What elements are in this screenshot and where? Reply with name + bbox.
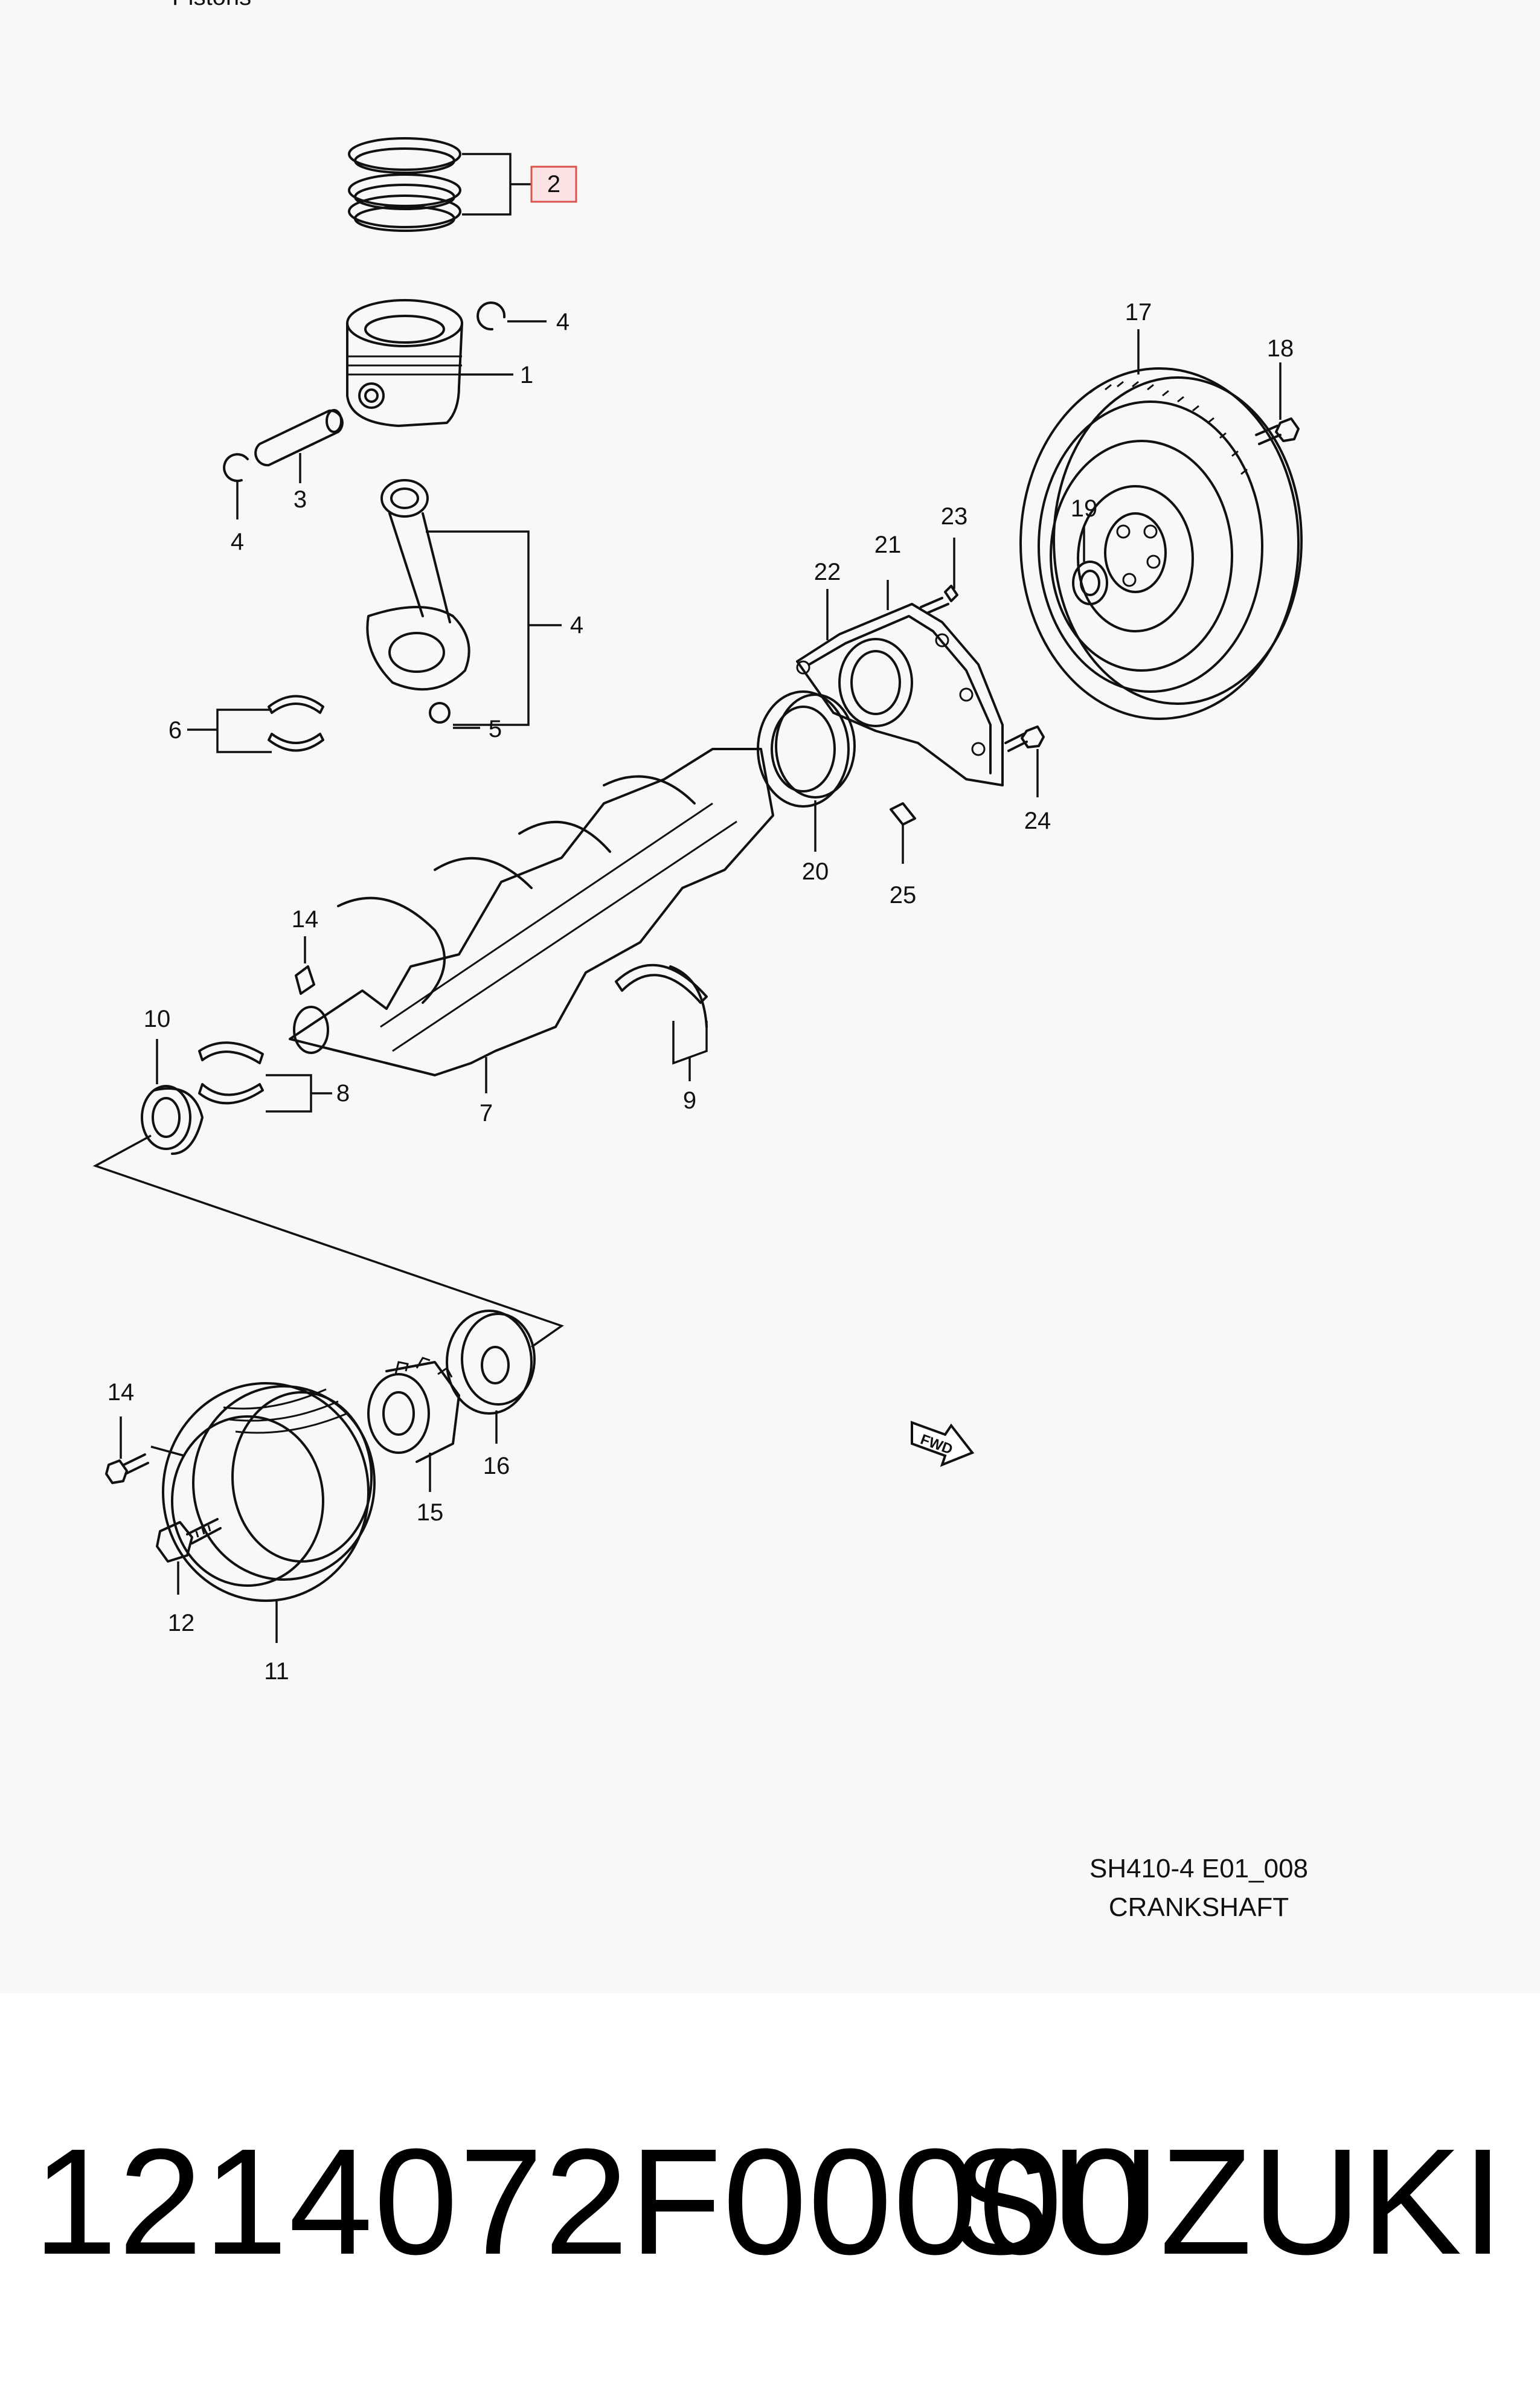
circlip-upper-drawing	[476, 301, 506, 331]
housing-bolt-upper-drawing	[920, 585, 958, 614]
callout-22[interactable]: 21	[874, 532, 902, 558]
connecting-rod-drawing	[366, 479, 470, 724]
callout-16[interactable]: 15	[417, 1499, 444, 1526]
callout-13[interactable]: 12	[168, 1610, 195, 1636]
callout-5[interactable]: 4	[570, 612, 583, 638]
callout-7[interactable]: 6	[168, 717, 182, 744]
callout-24[interactable]: 23	[941, 503, 968, 530]
header-partial-text: Pistons	[172, 0, 251, 10]
callout-2-highlight[interactable]	[530, 166, 577, 203]
crankshaft-exploded-diagram: Pistons 2 1 4 3 4	[92, 0, 1308, 1922]
callout-19[interactable]: 18	[1267, 335, 1294, 362]
callout-8[interactable]: 7	[480, 1100, 493, 1127]
callout-14[interactable]: 14	[107, 1379, 135, 1406]
callout-9[interactable]: 8	[336, 1080, 350, 1107]
callout-3[interactable]: 3	[294, 486, 307, 513]
piston-drawing	[346, 299, 463, 427]
callout-25[interactable]: 24	[1024, 808, 1051, 834]
part-footer	[0, 1993, 1540, 2392]
callout-26[interactable]: 25	[890, 882, 917, 908]
crankshaft-drawing	[289, 748, 774, 1076]
piston-pin-drawing	[254, 409, 344, 467]
flywheel-drawing	[1019, 367, 1303, 720]
callout-18[interactable]: 17	[1125, 299, 1152, 326]
main-bearing-lower-drawing	[198, 1041, 264, 1105]
seal-housing-drawing	[796, 603, 1004, 786]
key-drawing	[295, 965, 315, 995]
front-oil-seal-drawing	[141, 1085, 204, 1155]
pulley-bolt-drawing	[156, 1518, 222, 1563]
rod-bearing-drawing	[268, 695, 324, 752]
diagram-code: SH410-4 E01_008	[1089, 1854, 1308, 1883]
callout-17[interactable]: 16	[483, 1453, 510, 1479]
main-bearing-upper-drawing	[615, 963, 708, 1028]
callout-4-upper[interactable]: 4	[556, 309, 569, 335]
part-number-text: 1214072F00000	[33, 2117, 1149, 2286]
rear-oil-seal-drawing	[757, 690, 856, 808]
flywheel-bolt-drawing	[1255, 417, 1300, 445]
callout-12[interactable]: 11	[264, 1658, 289, 1685]
callout-20[interactable]: 19	[1071, 495, 1098, 522]
callout-21[interactable]: 20	[802, 858, 829, 885]
callout-23[interactable]: 22	[814, 559, 841, 585]
callout-11[interactable]: 10	[144, 1006, 171, 1032]
callout-6[interactable]: 5	[489, 716, 502, 742]
dowel-pin-drawing	[890, 802, 916, 826]
callout-10[interactable]: 9	[683, 1087, 696, 1114]
circlip-lower-drawing	[223, 453, 249, 483]
piston-rings-drawing	[348, 137, 461, 232]
timing-sprocket-drawing	[367, 1357, 460, 1463]
brand-name-text: SUZUKI	[950, 2117, 1504, 2286]
diagram-title: CRANKSHAFT	[1109, 1892, 1289, 1922]
crank-pulley-drawing	[162, 1382, 376, 1602]
callout-15[interactable]: 14	[292, 906, 319, 933]
guide-plate-drawing	[446, 1310, 536, 1415]
fwd-arrow-icon: FWD	[911, 1421, 975, 1467]
callout-2[interactable]: 2	[547, 171, 560, 198]
callout-1[interactable]: 1	[520, 362, 533, 388]
callout-4-lower[interactable]: 4	[231, 529, 244, 555]
small-bolt-drawing	[105, 1453, 149, 1484]
housing-bolt-lower-drawing	[1004, 725, 1045, 752]
parts-diagram-panel: Pistons 2 1 4 3 4	[92, 0, 1309, 1922]
pilot-bearing-drawing	[1072, 561, 1108, 605]
